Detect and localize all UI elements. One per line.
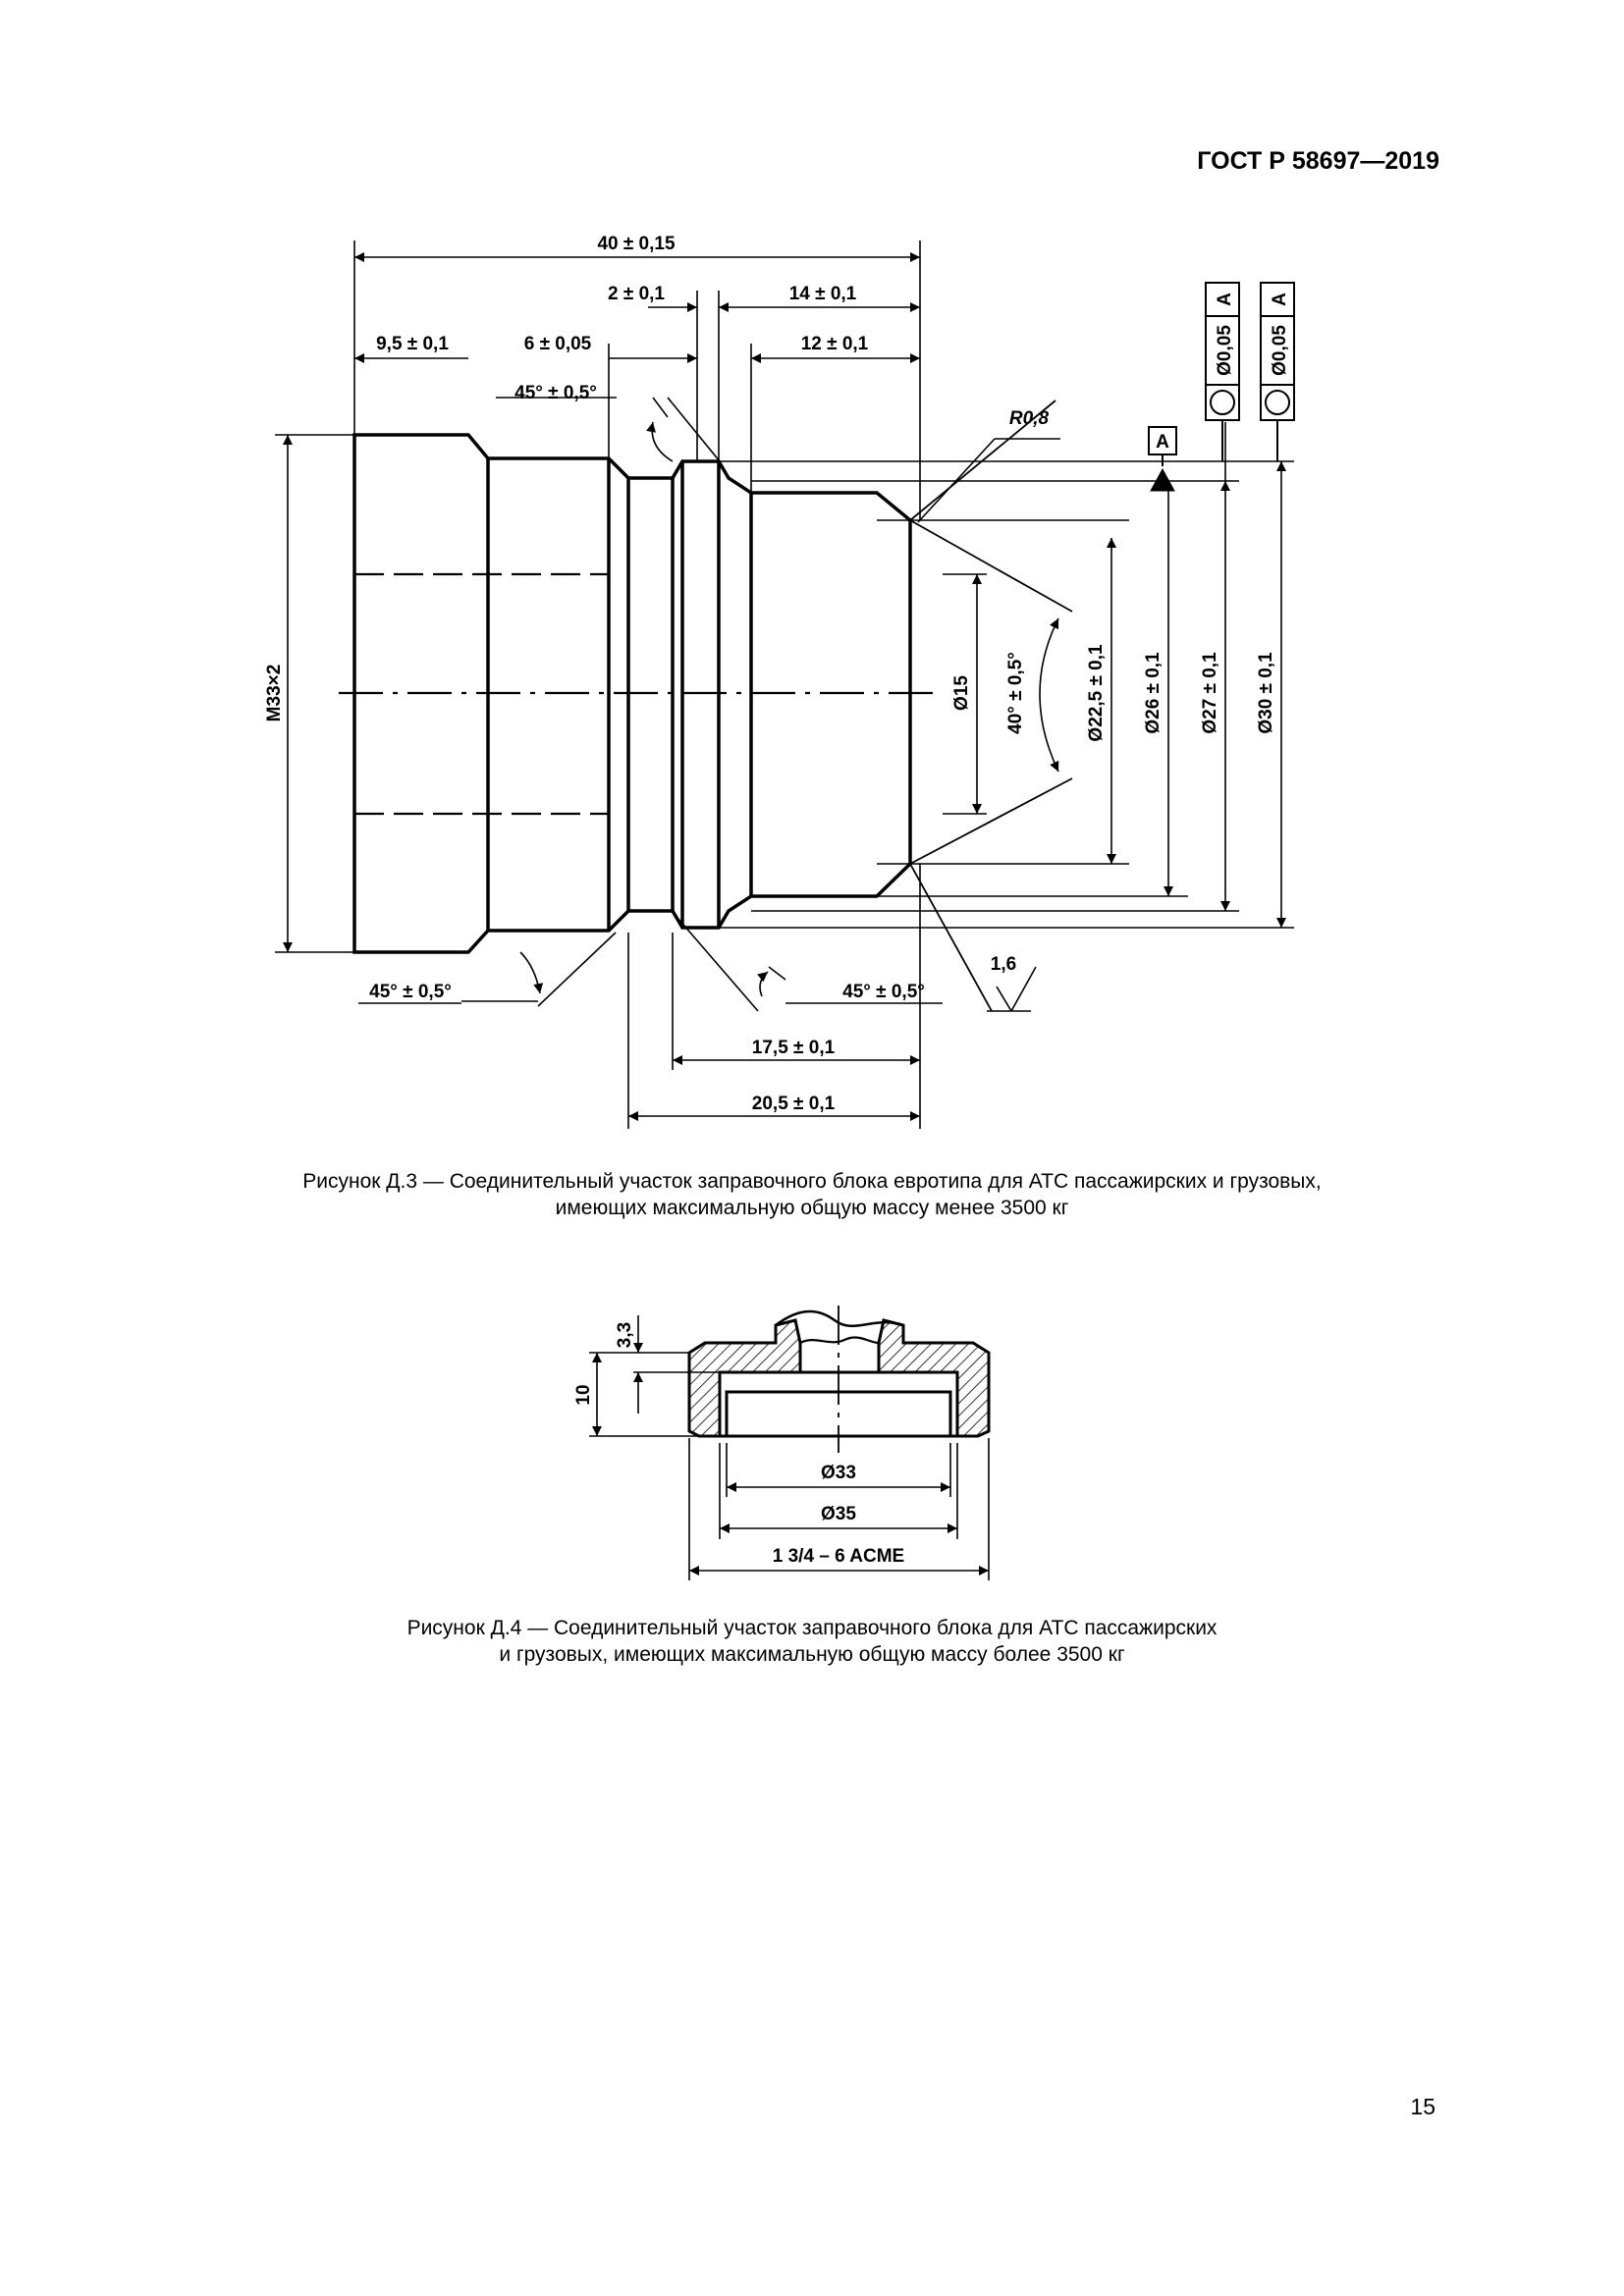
angle-top: 45° ± 0,5° — [514, 383, 597, 403]
angle-bottom-right: 45° ± 0,5° — [842, 982, 925, 1002]
tolerance-1-value: Ø0,05 — [1215, 325, 1235, 376]
dim-dia-35: Ø35 — [821, 1504, 856, 1524]
dim-dia-26: Ø26 ± 0,1 — [1143, 652, 1164, 734]
thread-m33: M33×2 — [264, 665, 285, 722]
thread-acme: 1 3/4 – 6 ACME — [773, 1546, 904, 1567]
caption-line: имеющих максимальную общую массу менее 3… — [555, 1197, 1069, 1219]
figure-d4-caption: Рисунок Д.4 — Соединительный участок зап… — [0, 1615, 1624, 1668]
dim-17-5: 17,5 ± 0,1 — [752, 1038, 836, 1058]
dim-12: 12 ± 0,1 — [801, 334, 869, 354]
dim-20-5: 20,5 ± 0,1 — [752, 1094, 836, 1114]
angle-cone: 40° ± 0,5° — [1005, 652, 1026, 734]
dimension-lines — [283, 252, 1286, 1121]
dim-dia-30: Ø30 ± 0,1 — [1256, 652, 1276, 734]
dim-3-3: 3,3 — [615, 1322, 635, 1348]
dim-14: 14 ± 0,1 — [789, 284, 857, 304]
figure-d4-drawing — [589, 1306, 991, 1580]
dim-10: 10 — [573, 1384, 594, 1405]
caption-line: Рисунок Д.4 — Соединительный участок зап… — [406, 1617, 1218, 1639]
caption-line: Рисунок Д.3 — Соединительный участок зап… — [302, 1170, 1322, 1193]
cone-lines — [909, 400, 1073, 1012]
tolerance-1-datum: A — [1215, 293, 1235, 306]
caption-line: и грузовых, имеющих максимальную общую м… — [499, 1643, 1125, 1666]
roughness-label: 1,6 — [991, 954, 1016, 975]
dim-9-5: 9,5 ± 0,1 — [376, 334, 449, 354]
hidden-lines — [339, 572, 943, 816]
figure-d4-labels: 3,3 10 Ø33 Ø35 1 3/4 – 6 ACME — [573, 1322, 904, 1567]
dim-overall-length: 40 ± 0,15 — [597, 234, 676, 254]
dim-dia-33: Ø33 — [821, 1463, 856, 1483]
tolerance-frame-1 — [1205, 282, 1240, 461]
figure-d3-caption: Рисунок Д.3 — Соединительный участок зап… — [0, 1168, 1624, 1221]
tolerance-frame-2 — [1260, 282, 1295, 461]
tolerance-2-value: Ø0,05 — [1270, 325, 1290, 376]
datum-feature — [1148, 426, 1177, 492]
datum-label: A — [1156, 432, 1169, 453]
dim-6: 6 ± 0,05 — [524, 334, 592, 354]
dim-dia-15: Ø15 — [951, 675, 972, 711]
dim-2: 2 ± 0,1 — [608, 284, 665, 304]
tolerance-2-datum: A — [1270, 293, 1290, 306]
standard-designation: ГОСТ Р 58697—2019 — [1197, 147, 1439, 175]
part-outline — [352, 433, 912, 954]
dim-dia-27: Ø27 ± 0,1 — [1200, 652, 1220, 734]
figure-d3-drawing — [275, 240, 1295, 1129]
page-number: 15 — [1410, 2094, 1435, 2119]
figure-d3-labels: 40 ± 0,15 9,5 ± 0,1 6 ± 0,05 2 ± 0,1 14 … — [264, 234, 1290, 1114]
dim-dia-22-5: Ø22,5 ± 0,1 — [1086, 644, 1107, 742]
radius-label: R0,8 — [1009, 408, 1050, 429]
leaders — [358, 397, 1060, 1012]
angle-bottom-left: 45° ± 0,5° — [369, 982, 452, 1002]
